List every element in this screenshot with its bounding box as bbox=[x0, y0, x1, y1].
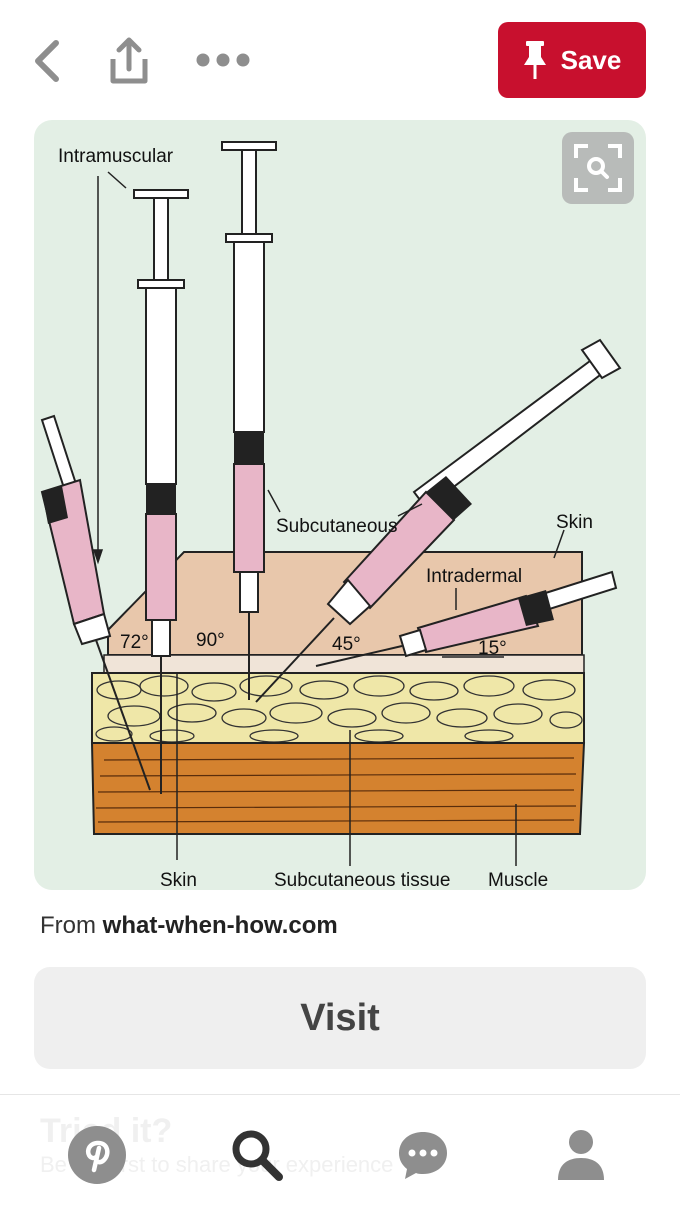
chat-bubble-icon bbox=[399, 1132, 447, 1179]
label-angle-72: 72° bbox=[120, 632, 149, 653]
source-prefix: From bbox=[40, 912, 96, 939]
visit-label: Visit bbox=[300, 996, 380, 1039]
search-icon bbox=[232, 1130, 283, 1181]
label-angle-15: 15° bbox=[478, 638, 507, 659]
label-angle-45: 45° bbox=[332, 634, 361, 655]
visual-search-icon bbox=[574, 144, 622, 192]
nav-profile[interactable] bbox=[546, 1120, 616, 1190]
save-button[interactable]: Save bbox=[498, 22, 646, 98]
more-dots-icon bbox=[196, 53, 250, 67]
visit-button[interactable]: Visit bbox=[34, 967, 646, 1069]
label-intradermal: Intradermal bbox=[426, 566, 522, 587]
nav-home[interactable] bbox=[62, 1120, 132, 1190]
share-upload-icon bbox=[110, 37, 148, 84]
label-angle-90: 90° bbox=[196, 630, 225, 651]
share-button[interactable] bbox=[102, 32, 156, 88]
pinterest-logo-icon bbox=[68, 1126, 126, 1184]
back-button[interactable] bbox=[22, 36, 72, 86]
label-muscle: Muscle bbox=[488, 870, 548, 890]
source-line: From what-when-how.com bbox=[40, 912, 338, 940]
chevron-left-icon bbox=[35, 40, 59, 82]
label-skin-top: Skin bbox=[556, 512, 593, 533]
source-domain-link[interactable]: what-when-how.com bbox=[102, 912, 338, 939]
nav-messages[interactable] bbox=[388, 1120, 458, 1190]
label-subcutaneous: Subcutaneous bbox=[276, 516, 398, 537]
injection-diagram: Intramuscular Subcutaneous Skin Intrader… bbox=[40, 141, 622, 890]
visual-search-button[interactable] bbox=[562, 132, 634, 204]
label-intramuscular: Intramuscular bbox=[58, 146, 174, 167]
nav-search[interactable] bbox=[222, 1120, 292, 1190]
pin-image[interactable]: Intramuscular Subcutaneous Skin Intrader… bbox=[34, 120, 646, 890]
pushpin-icon bbox=[523, 41, 546, 79]
save-label: Save bbox=[560, 44, 622, 75]
label-subcutaneous-tissue: Subcutaneous tissue bbox=[274, 870, 450, 890]
more-options-button[interactable] bbox=[190, 40, 256, 80]
top-bar: Save bbox=[0, 0, 680, 120]
label-skin-bottom: Skin bbox=[160, 870, 197, 890]
profile-icon bbox=[558, 1130, 604, 1180]
